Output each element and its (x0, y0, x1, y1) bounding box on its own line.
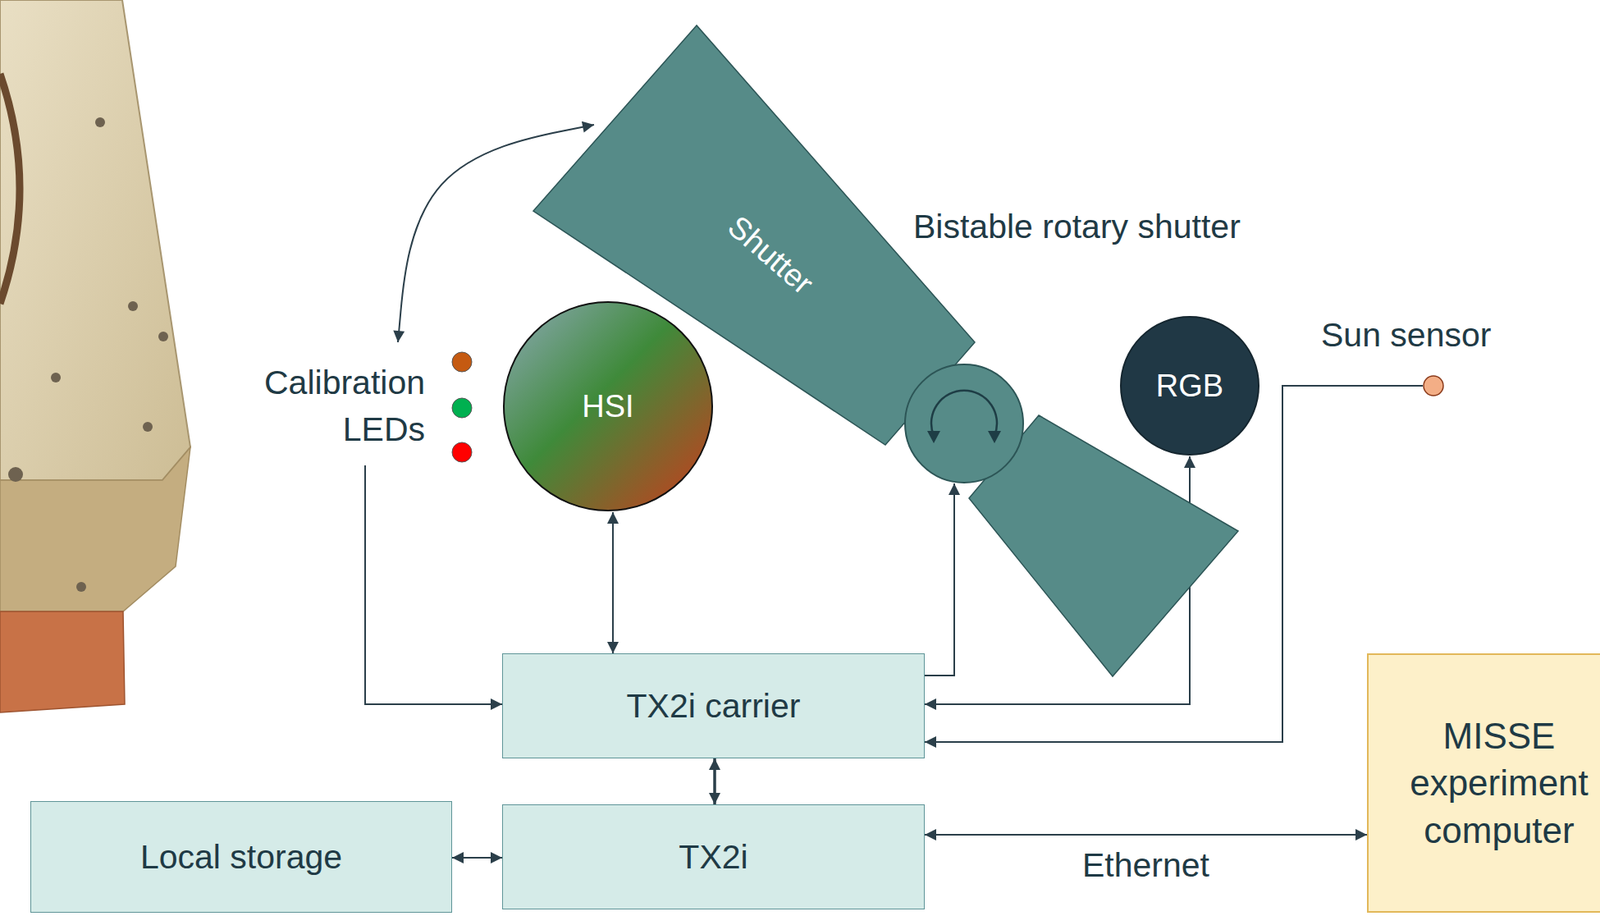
edge-label: Ethernet (1078, 845, 1213, 885)
screw-holes (8, 117, 169, 592)
led-label: Calibration LEDs (244, 359, 426, 454)
connector (924, 483, 955, 676)
box-label: Local storage (140, 837, 343, 877)
sensor-label: Sun sensor (1321, 315, 1491, 355)
process-box: TX2i (502, 804, 925, 910)
connector (612, 512, 614, 654)
housing-side (0, 447, 191, 612)
box-label: MISSE experiment computer (1368, 712, 1600, 854)
process-box: TX2i carrier (502, 653, 925, 759)
shutter-title: Bistable rotary shutter (913, 207, 1241, 247)
camera-label: HSI (581, 388, 634, 425)
connector (452, 856, 503, 859)
lens-ring (0, 73, 20, 304)
camera-label: RGB (1156, 368, 1224, 404)
copper-strap (0, 611, 125, 713)
box-label: TX2i (678, 837, 748, 877)
connector (713, 758, 717, 805)
process-box: Local storage (30, 800, 453, 913)
connector (365, 465, 503, 704)
led-group: Calibration LEDs (244, 348, 479, 466)
camera-circle: HSI (502, 300, 714, 512)
box-label: TX2i carrier (626, 686, 801, 726)
computer-box: MISSE experiment computer (1366, 653, 1600, 913)
connector (924, 833, 1367, 836)
housing-face (0, 0, 191, 480)
sun-sensor: Sun sensor (1312, 315, 1504, 398)
connector (397, 124, 595, 343)
camera-circle: RGB (1119, 315, 1261, 457)
